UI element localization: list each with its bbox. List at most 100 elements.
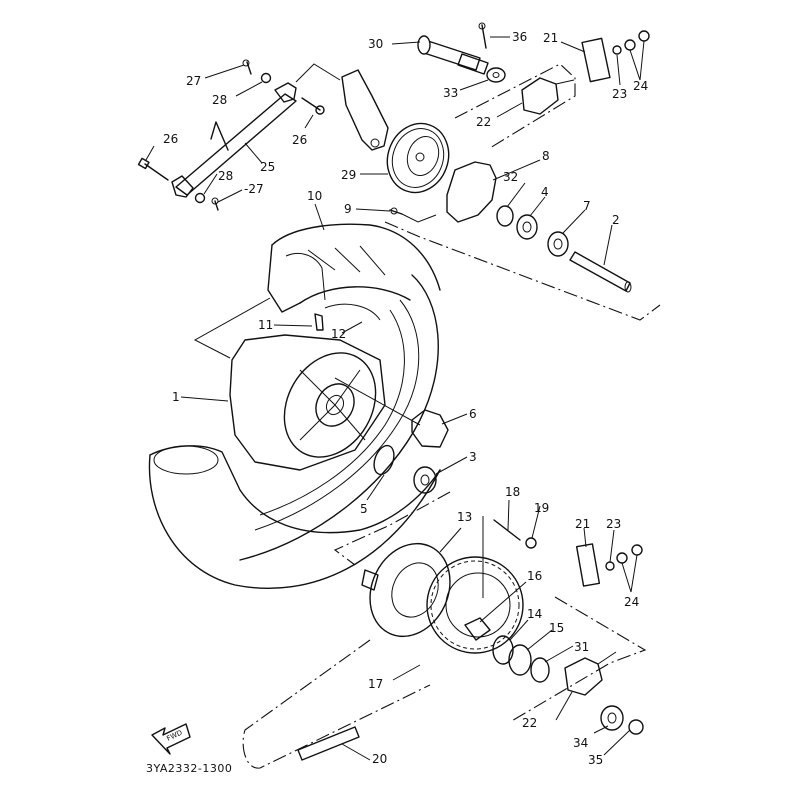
callout-27-top: 27 <box>186 74 201 88</box>
brake-drum-inner <box>406 136 440 176</box>
leader-25 <box>244 142 263 164</box>
leader-13 <box>439 527 462 553</box>
callout-1: 1 <box>172 390 180 404</box>
leader-27a <box>204 64 245 79</box>
tire-group-bracket <box>193 297 271 359</box>
leader-23a <box>616 54 621 86</box>
callout-26-right: 26 <box>292 133 307 147</box>
valve-11 <box>314 313 324 331</box>
leader-33 <box>459 79 489 91</box>
leader-31 <box>544 645 574 663</box>
hub-group-outline <box>333 491 451 566</box>
callout-2: 2 <box>612 213 620 227</box>
callout-15: 15 <box>549 621 564 635</box>
leader-24b <box>621 554 638 593</box>
callout-6: 6 <box>469 407 477 421</box>
washer-33-hole <box>492 72 500 78</box>
bracket-leader <box>295 63 341 83</box>
leader-26a <box>145 145 155 161</box>
leader-28b <box>203 173 218 195</box>
sprocket-hub-13 <box>369 542 451 638</box>
nut-23-top <box>612 45 622 55</box>
collar-16 <box>464 617 491 641</box>
driven-sprocket-17 <box>426 556 524 654</box>
brake-arm-hole <box>370 138 380 148</box>
bearing-7-inner <box>553 238 563 250</box>
leader-18 <box>507 499 510 531</box>
leader-17 <box>392 664 421 681</box>
leader-12 <box>341 321 363 334</box>
nut-28-top <box>260 72 272 84</box>
callout-9: 9 <box>344 202 352 216</box>
hub-center-hole <box>325 394 345 416</box>
axle-collar-2-end <box>624 281 632 293</box>
bolt-left-head <box>137 157 150 170</box>
callout-31: 31 <box>574 640 589 654</box>
nut-24-top-b <box>638 30 650 42</box>
chain-link-segment <box>297 726 360 761</box>
washer-33 <box>486 67 506 83</box>
leader-3 <box>435 456 468 475</box>
axle-head <box>417 35 431 55</box>
callout-7: 7 <box>583 199 591 213</box>
bolt-right-head <box>315 105 325 115</box>
hub-flange <box>283 352 377 458</box>
callout-5: 5 <box>360 502 368 516</box>
tension-bar-assembly <box>137 59 341 211</box>
fwd-arrow-shape <box>151 723 191 755</box>
callout-8: 8 <box>542 149 550 163</box>
callout-36: 36 <box>512 30 527 44</box>
leader-20 <box>341 743 371 761</box>
bearing-4-inner <box>522 221 532 233</box>
wheel-rim-inner <box>254 299 420 531</box>
sprocket-inner-ring <box>445 572 511 638</box>
cotter-pin-27-top <box>246 61 252 75</box>
tension-bar-end-upper <box>274 82 297 103</box>
puller-group-outline-top <box>454 63 576 149</box>
leader-1 <box>180 396 229 402</box>
leader-16 <box>479 581 527 623</box>
leader-27b <box>217 189 243 203</box>
callout-14: 14 <box>527 607 542 621</box>
tension-bar-end-lower <box>171 175 194 198</box>
sprocket-assembly <box>361 542 524 654</box>
leader-35 <box>603 729 631 756</box>
leader-11 <box>273 324 313 327</box>
callout-labels: 30 36 21 23 24 27 28 26 26 25 28 -27 33 … <box>163 30 648 767</box>
tire-top-bead <box>285 253 326 301</box>
brake-arm <box>341 69 389 151</box>
bearing-7 <box>547 231 569 257</box>
chain-puller-21-bottom <box>575 543 601 587</box>
leader-5 <box>366 474 385 501</box>
leader-7 <box>562 209 586 234</box>
chain-puller-block-top <box>521 77 559 115</box>
callout-33: 33 <box>443 86 458 100</box>
callout-4: 4 <box>541 185 549 199</box>
callout-12: 12 <box>331 327 346 341</box>
brake-drum <box>386 122 450 194</box>
leader-22b <box>555 691 573 721</box>
callout-11: 11 <box>258 318 273 332</box>
brake-drum-ring <box>391 128 445 188</box>
tension-bar <box>175 93 297 196</box>
leader-32 <box>506 182 526 208</box>
callout-35: 35 <box>588 753 603 767</box>
bearing-3-inner <box>420 474 430 486</box>
nut-19 <box>525 537 537 549</box>
callout-24-top: 24 <box>633 79 648 93</box>
hub-spokes <box>299 369 366 441</box>
bearing-3 <box>413 466 437 494</box>
callout-28-bottom: 28 <box>218 169 233 183</box>
tire-bottom-outer <box>148 454 441 589</box>
leader-23b <box>609 529 615 563</box>
callout-34: 34 <box>573 736 588 750</box>
brake-drum-hub <box>415 152 425 162</box>
leader-8 <box>492 159 541 181</box>
callout-17: 17 <box>368 677 383 691</box>
leader-21a <box>560 41 586 53</box>
tire-tread <box>307 245 386 276</box>
brake-drum-outer <box>386 122 450 194</box>
callout-22-bottom: 22 <box>522 716 537 730</box>
leader-9 <box>355 208 391 212</box>
stud-bolt-18 <box>493 519 521 541</box>
